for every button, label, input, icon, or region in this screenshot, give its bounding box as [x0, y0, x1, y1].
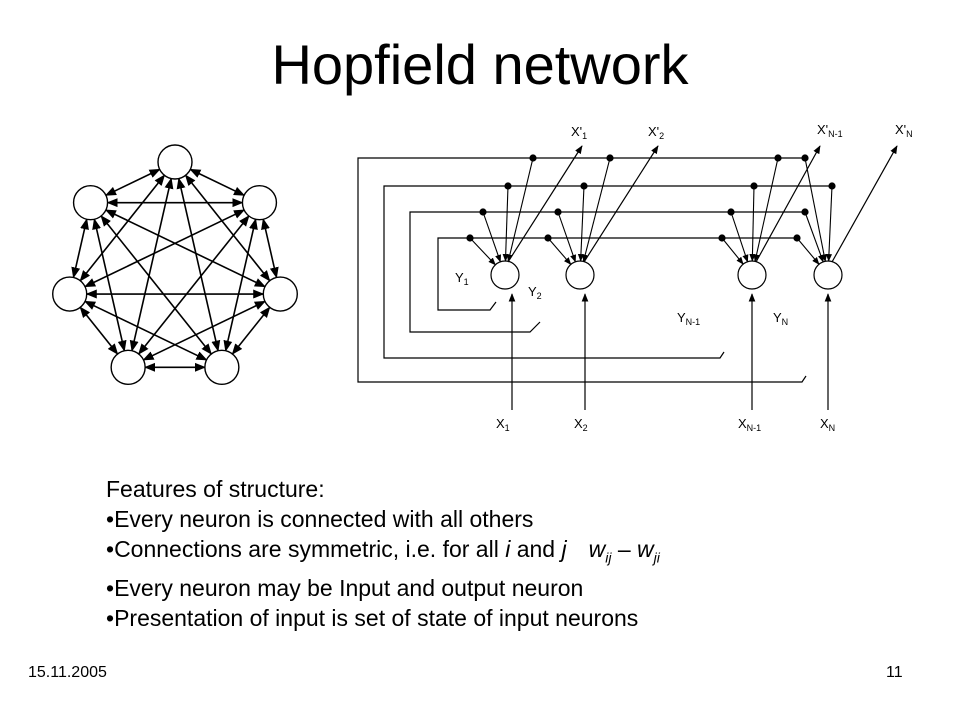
junction-dot: [606, 154, 614, 162]
weight-connection: [482, 211, 502, 263]
weight-connection: [582, 157, 611, 263]
graph-edge: [142, 300, 266, 361]
graph-node: [262, 276, 298, 312]
feedback-label-2: Y2: [528, 284, 542, 301]
junction-dot: [479, 208, 487, 216]
graph-node: [241, 184, 278, 221]
output-arrow-n: [831, 145, 898, 263]
feature-item: •Connections are symmetric, i.e. for all…: [106, 536, 660, 566]
input-label-2: X2: [574, 416, 588, 433]
weight-connection: [469, 237, 496, 266]
feedback-loop-1: [357, 157, 807, 383]
feedback-loop-4: [437, 237, 497, 311]
output-label-1: X'1: [571, 124, 587, 141]
output-label-n: X'N: [895, 122, 913, 139]
feedback-label-n: YN: [773, 310, 788, 327]
feature-item: •Every neuron may be Input and output ne…: [106, 574, 584, 601]
graph-edge: [261, 218, 279, 279]
feedback-label-n-1: YN-1: [677, 310, 700, 327]
weight-connection: [796, 237, 820, 265]
weight-connection: [577, 185, 585, 262]
weight-connection: [506, 157, 534, 263]
junction-dot: [504, 182, 512, 190]
junction-dot: [466, 234, 474, 242]
fully-connected-graph: [52, 144, 298, 386]
feature-item: •Presentation of input is set of state o…: [106, 604, 639, 631]
junction-dot: [801, 208, 809, 216]
graph-edge: [92, 218, 127, 352]
feedback-loop-3: [409, 211, 541, 333]
graph-node: [52, 276, 88, 312]
weight-connection: [749, 185, 756, 262]
input-label-n-1: XN-1: [738, 416, 761, 433]
graph-edge: [84, 209, 246, 288]
graph-edge: [104, 168, 161, 197]
network-schematic: [357, 145, 898, 410]
features-list: Features of structure: •Every neuron is …: [106, 474, 660, 633]
slide-page-number: 11: [886, 664, 903, 681]
junction-dot: [774, 154, 782, 162]
graph-edge: [129, 177, 174, 352]
junction-dot: [529, 154, 537, 162]
weight-connection: [804, 157, 827, 263]
weight-connection: [721, 237, 744, 265]
slide-date: 15.11.2005: [28, 664, 107, 681]
graph-edge: [176, 177, 221, 352]
weight-connection: [547, 237, 572, 265]
neuron-n: [813, 260, 843, 290]
weight-connection: [804, 211, 824, 263]
weight-connection: [825, 185, 833, 262]
output-arrow-2: [583, 145, 659, 263]
graph-edge: [104, 209, 266, 288]
junction-dot: [750, 182, 758, 190]
graph-edge: [71, 218, 89, 279]
junction-dot: [718, 234, 726, 242]
graph-node: [72, 184, 109, 221]
junction-dot: [793, 234, 801, 242]
input-label-1: X1: [496, 416, 510, 433]
junction-dot: [544, 234, 552, 242]
graph-node: [204, 349, 240, 386]
junction-dot: [554, 208, 562, 216]
graph-node: [110, 349, 146, 386]
junction-dot: [828, 182, 836, 190]
neuron-n-1: [737, 260, 767, 290]
feedback-label-1: Y1: [455, 270, 469, 287]
junction-dot: [727, 208, 735, 216]
weight-connection: [730, 211, 749, 263]
output-arrow-n-1: [755, 145, 821, 263]
junction-dot: [801, 154, 809, 162]
features-heading: Features of structure:: [106, 476, 325, 502]
weight-connection: [557, 211, 577, 263]
input-label-n: XN: [820, 416, 835, 433]
feature-item: •Every neuron is connected with all othe…: [106, 506, 534, 532]
neuron-1: [490, 260, 520, 290]
output-label-n-1: X'N-1: [817, 122, 843, 139]
graph-edge: [84, 300, 208, 361]
weight-connection: [502, 185, 509, 262]
weight-connection: [753, 157, 779, 263]
output-label-2: X'2: [648, 124, 664, 141]
output-arrow-1: [507, 145, 583, 263]
feedback-loop-2: [383, 185, 725, 359]
neuron-2: [565, 260, 595, 290]
slide-title: Hopfield network: [271, 33, 689, 96]
graph-node: [157, 144, 193, 180]
junction-dot: [580, 182, 588, 190]
